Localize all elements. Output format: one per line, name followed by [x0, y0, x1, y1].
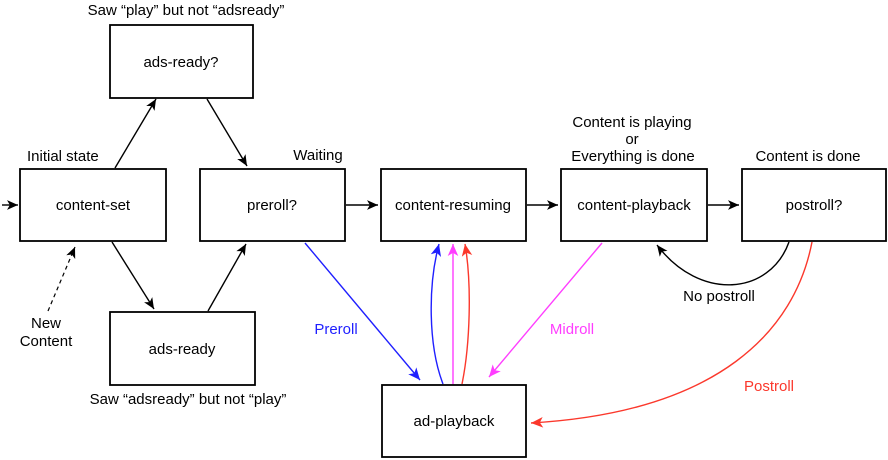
ad-playback-label: ad-playback [414, 413, 495, 430]
annotation-new-content-line1: New [31, 315, 61, 332]
ad-playback-box [381, 384, 527, 458]
content-playback-box [560, 168, 708, 242]
edge-label-no-postroll: No postroll [683, 288, 755, 305]
edge-ads-ready-to-preroll-q [207, 243, 247, 312]
ads-ready-q-box [109, 24, 254, 99]
preroll-q-label: preroll? [247, 197, 297, 214]
edge-postroll-q-no-postroll-to-content-playback [656, 241, 790, 286]
edge-ad-playback-to-content-resuming-preroll [430, 243, 444, 385]
edge-new-content-to-content-set [47, 246, 76, 312]
content-set-box [19, 168, 167, 242]
edge-content-set-to-ads-ready [111, 241, 155, 310]
edge-label-preroll: Preroll [314, 321, 357, 338]
preroll-q-box [199, 168, 346, 242]
state-node-ads-ready-q: ads-ready? [109, 24, 254, 99]
state-node-content-playback: content-playback [560, 168, 708, 242]
state-node-preroll-q: preroll? [199, 168, 346, 242]
state-node-content-resuming: content-resuming [380, 168, 527, 242]
annotation-content-playing-line2: or [625, 131, 638, 148]
annotation-content-is-done: Content is done [755, 148, 860, 165]
state-node-postroll-q: postroll? [741, 168, 887, 242]
content-resuming-label: content-resuming [395, 197, 511, 214]
edge-content-playback-to-ad-playback-midroll [488, 242, 603, 378]
annotation-waiting: Waiting [293, 147, 342, 164]
edge-ad-playback-to-content-resuming-postroll [461, 243, 473, 385]
postroll-q-box [741, 168, 887, 242]
edge-preroll-q-to-ad-playback [304, 242, 421, 381]
edge-postroll-q-to-ad-playback-postroll [530, 241, 813, 428]
content-set-label: content-set [56, 197, 131, 214]
edge-label-postroll: Postroll [744, 378, 794, 395]
edge-content-set-to-ads-ready-q [114, 98, 157, 169]
annotation-content-playing-line1: Content is playing [572, 114, 691, 131]
ads-ready-box [109, 311, 256, 386]
content-resuming-box [380, 168, 527, 242]
ads-ready-q-label: ads-ready? [143, 54, 218, 71]
state-node-ads-ready: ads-ready [109, 311, 256, 386]
edge-label-midroll: Midroll [550, 321, 594, 338]
edge-ads-ready-q-to-preroll-q [206, 98, 248, 167]
annotation-initial-state: Initial state [27, 148, 99, 165]
state-node-ad-playback: ad-playback [381, 384, 527, 458]
annotation-saw-adsready-not-play: Saw “adsready” but not “play” [90, 391, 287, 408]
content-playback-label: content-playback [577, 197, 691, 214]
annotation-new-content-line2: Content [20, 333, 73, 350]
state-node-content-set: content-set [19, 168, 167, 242]
annotation-content-playing-line3: Everything is done [571, 148, 694, 165]
postroll-q-label: postroll? [786, 197, 843, 214]
annotation-saw-play-not-adsready: Saw “play” but not “adsready” [88, 2, 285, 19]
ads-ready-label: ads-ready [149, 341, 216, 358]
